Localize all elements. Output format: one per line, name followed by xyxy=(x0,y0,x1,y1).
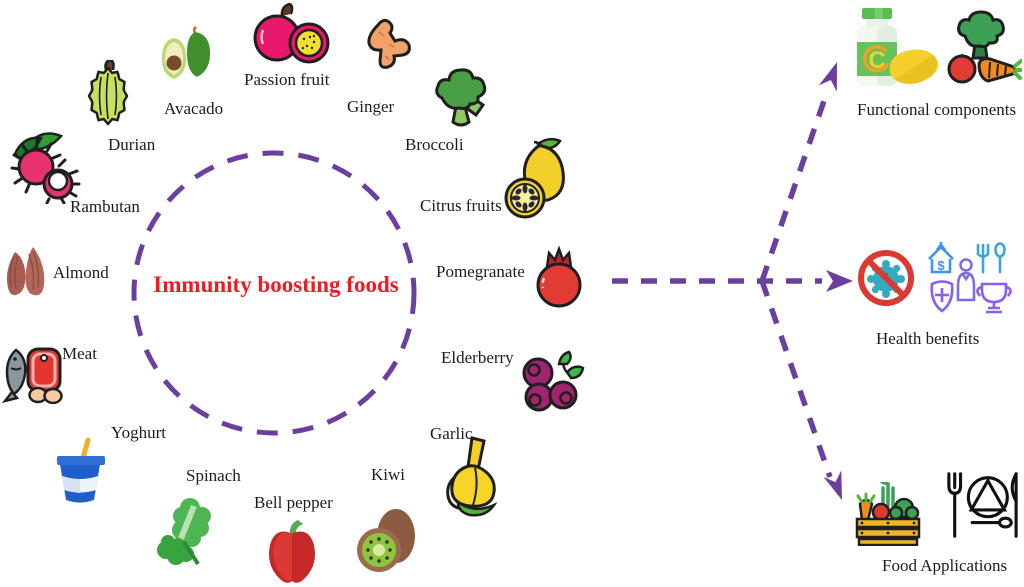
avacado-icon xyxy=(157,26,215,84)
food-label: Pomegranate xyxy=(436,262,525,281)
ginger-icon xyxy=(365,16,413,70)
bell-pepper-icon xyxy=(263,518,321,587)
food-label: Meat xyxy=(62,344,97,363)
rambutan-icon xyxy=(7,126,85,204)
outcome-label: Food Applications xyxy=(882,556,1008,575)
broccoli-icon xyxy=(432,64,492,130)
vitamin-c-bottle-icon: C xyxy=(848,6,940,92)
benefit-icons-cluster: $ xyxy=(926,242,1012,318)
food-label: Ginger xyxy=(347,97,395,116)
food-label: Avacado xyxy=(164,99,224,118)
vegetables-icon xyxy=(944,6,1022,90)
food-label: Yoghurt xyxy=(111,423,166,442)
elderberry-icon xyxy=(517,348,585,414)
food-label: Spinach xyxy=(186,466,241,485)
food-label: Garlic xyxy=(430,424,473,443)
food-label: Rambutan xyxy=(70,197,140,216)
vegetable-crate-icon xyxy=(852,482,924,546)
food-label: Almond xyxy=(53,263,109,282)
passion-fruit-icon xyxy=(252,2,332,64)
kiwi-icon xyxy=(356,506,416,580)
lemon-icon xyxy=(889,49,939,85)
dollar-sign: $ xyxy=(937,258,945,273)
citrus-fruits-icon xyxy=(502,136,570,222)
durian-icon xyxy=(85,60,133,128)
food-label: Bell pepper xyxy=(254,493,333,512)
trophy-icon xyxy=(976,282,1012,314)
center-title: Immunity boosting foods xyxy=(153,272,399,297)
food-label: Citrus fruits xyxy=(420,196,502,215)
person-icon xyxy=(956,258,976,302)
health-shield-icon xyxy=(930,280,954,313)
garlic-icon xyxy=(442,436,506,518)
vitamin-letter: C xyxy=(868,47,885,74)
arrow-line-food-applications xyxy=(759,280,833,478)
arrow-line-functional-components xyxy=(759,94,829,282)
outcome-label: Functional components xyxy=(857,100,1017,119)
dining-setting-icon xyxy=(942,468,1022,544)
meat-icon xyxy=(1,344,67,404)
food-label: Elderberry xyxy=(441,348,514,367)
food-label: Broccoli xyxy=(405,135,464,154)
spinach-icon xyxy=(154,494,214,574)
arrowhead-food-applications xyxy=(823,470,842,500)
food-label: Durian xyxy=(108,135,156,154)
food-label: Kiwi xyxy=(371,465,405,484)
no-virus-icon xyxy=(856,246,916,310)
arrowhead-health-benefits xyxy=(826,270,853,292)
cutlery-icon xyxy=(976,242,1006,274)
pomegranate-icon xyxy=(530,245,588,309)
arrowhead-functional-components xyxy=(818,62,837,92)
yoghurt-icon xyxy=(52,436,110,508)
food-label: Passion fruit xyxy=(244,70,330,89)
almond-icon xyxy=(0,242,50,302)
outcome-label: Health benefits xyxy=(876,329,980,348)
income-house-icon xyxy=(928,242,954,274)
